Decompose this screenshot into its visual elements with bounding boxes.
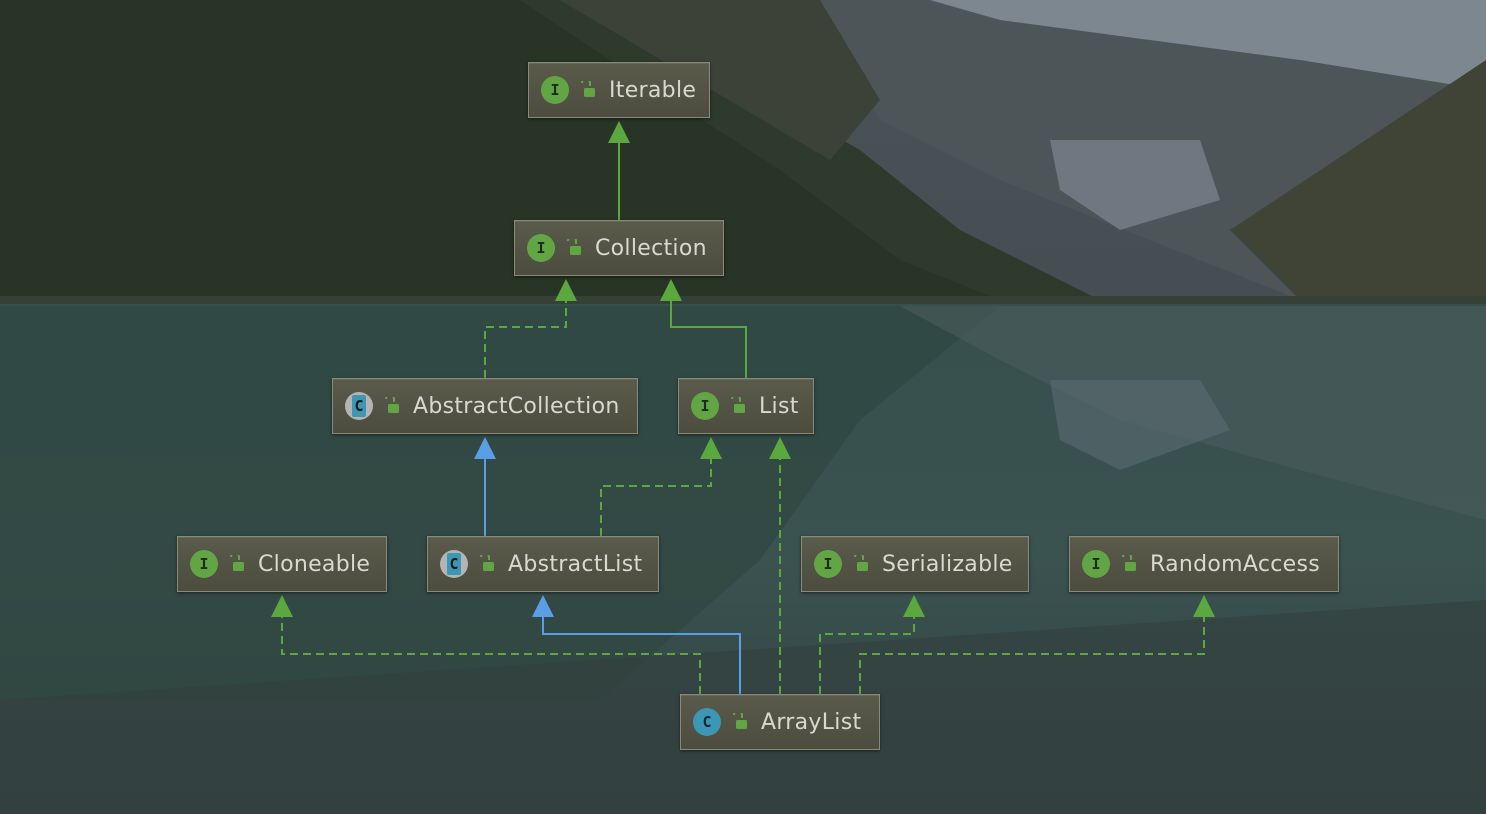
- unlocked-padlock-icon: [385, 397, 399, 413]
- node-label: AbstractList: [508, 551, 643, 577]
- edge-list-extends-collection: [660, 279, 747, 378]
- node-label: AbstractCollection: [413, 393, 620, 419]
- interface-icon: I: [190, 550, 218, 578]
- interface-icon: I: [541, 76, 569, 104]
- edge-arraylist-implements-serializable: [819, 595, 925, 694]
- abstract-class-letter: C: [352, 395, 366, 417]
- edge-arraylist-implements-randomaccess: [859, 595, 1215, 694]
- interface-icon: I: [814, 550, 842, 578]
- unlocked-padlock-icon: [731, 397, 745, 413]
- node-label: Serializable: [882, 551, 1013, 577]
- node-label: RandomAccess: [1150, 551, 1320, 577]
- node-abstractcollection[interactable]: C AbstractCollection: [332, 378, 638, 434]
- node-abstractlist[interactable]: C AbstractList: [427, 536, 659, 592]
- edge-collection-extends-iterable: [608, 121, 630, 220]
- unlocked-padlock-icon: [480, 555, 494, 571]
- node-label: Iterable: [609, 77, 697, 103]
- abstract-class-icon: C: [345, 392, 373, 420]
- edge-arraylist-extends-abstractlist: [532, 595, 741, 694]
- interface-icon: I: [527, 234, 555, 262]
- unlocked-padlock-icon: [567, 239, 581, 255]
- unlocked-padlock-icon: [581, 81, 595, 97]
- node-arraylist[interactable]: C ArrayList: [680, 694, 880, 750]
- edge-abstractcollection-implements-collection: [484, 279, 577, 378]
- edge-abstractlist-implements-list: [600, 437, 722, 536]
- edge-arraylist-implements-list: [769, 437, 791, 694]
- node-label: ArrayList: [761, 709, 862, 735]
- node-label: Collection: [595, 235, 707, 261]
- edge-arraylist-implements-cloneable: [271, 595, 701, 694]
- node-label: List: [759, 393, 799, 419]
- edge-abstractlist-extends-abstractcollection: [474, 437, 496, 536]
- node-randomaccess[interactable]: I RandomAccess: [1069, 536, 1339, 592]
- node-serializable[interactable]: I Serializable: [801, 536, 1029, 592]
- abstract-class-icon: C: [440, 550, 468, 578]
- interface-icon: I: [1082, 550, 1110, 578]
- node-cloneable[interactable]: I Cloneable: [177, 536, 387, 592]
- node-label: Cloneable: [258, 551, 371, 577]
- node-list[interactable]: I List: [678, 378, 814, 434]
- unlocked-padlock-icon: [733, 713, 747, 729]
- abstract-class-letter: C: [447, 553, 461, 575]
- unlocked-padlock-icon: [1122, 555, 1136, 571]
- node-iterable[interactable]: I Iterable: [528, 62, 710, 118]
- interface-icon: I: [691, 392, 719, 420]
- class-icon: C: [693, 708, 721, 736]
- unlocked-padlock-icon: [230, 555, 244, 571]
- node-collection[interactable]: I Collection: [514, 220, 724, 276]
- unlocked-padlock-icon: [854, 555, 868, 571]
